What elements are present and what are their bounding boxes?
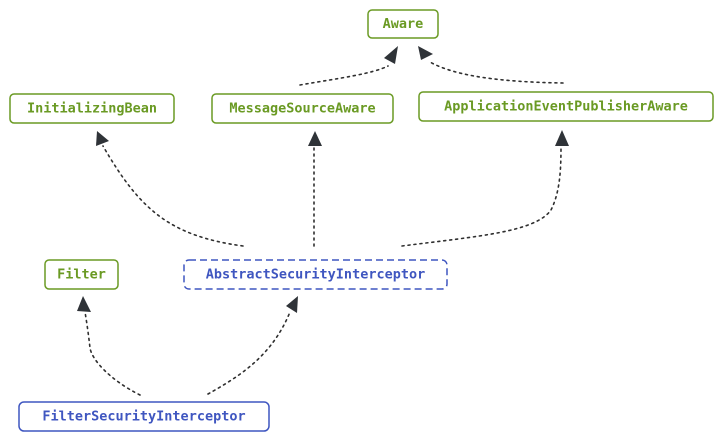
node-label: Aware [383,16,424,32]
node-label: FilterSecurityInterceptor [42,409,245,425]
arrowhead-to-aware-left [384,46,398,64]
node-aware: Aware [367,9,439,39]
node-label: Filter [57,267,106,283]
arrowheads [77,46,569,313]
node-label: ApplicationEventPublisherAware [444,99,688,115]
edge-filter-security-interceptor-to-abstract-security-interceptor [207,311,291,395]
arrowhead-to-filter [77,296,91,312]
node-label: AbstractSecurityInterceptor [206,267,425,283]
arrowhead-to-initializing-bean [96,131,109,146]
arrowhead-to-message-source-aware [308,131,322,146]
arrowhead-to-abstract-security-interceptor [286,296,298,313]
node-initializing-bean: InitializingBean [9,93,175,124]
node-filter: Filter [44,259,119,290]
edge-abstract-security-interceptor-to-application-event-publisher-aware [401,145,562,247]
node-label: InitializingBean [27,101,157,117]
arrowhead-to-aware-right [418,46,433,60]
edge-message-source-aware-to-aware [299,65,389,86]
node-abstract-security-interceptor: AbstractSecurityInterceptor [183,259,448,290]
arrowhead-to-application-event-publisher-aware [555,130,569,146]
edge-abstract-security-interceptor-to-initializing-bean [102,145,244,247]
edges [84,61,564,396]
node-message-source-aware: MessageSourceAware [211,93,394,124]
edge-application-event-publisher-aware-to-aware [429,61,564,84]
node-filter-security-interceptor: FilterSecurityInterceptor [18,401,270,432]
node-application-event-publisher-aware: ApplicationEventPublisherAware [418,91,714,122]
node-label: MessageSourceAware [229,101,375,117]
edge-filter-security-interceptor-to-filter [84,311,141,396]
